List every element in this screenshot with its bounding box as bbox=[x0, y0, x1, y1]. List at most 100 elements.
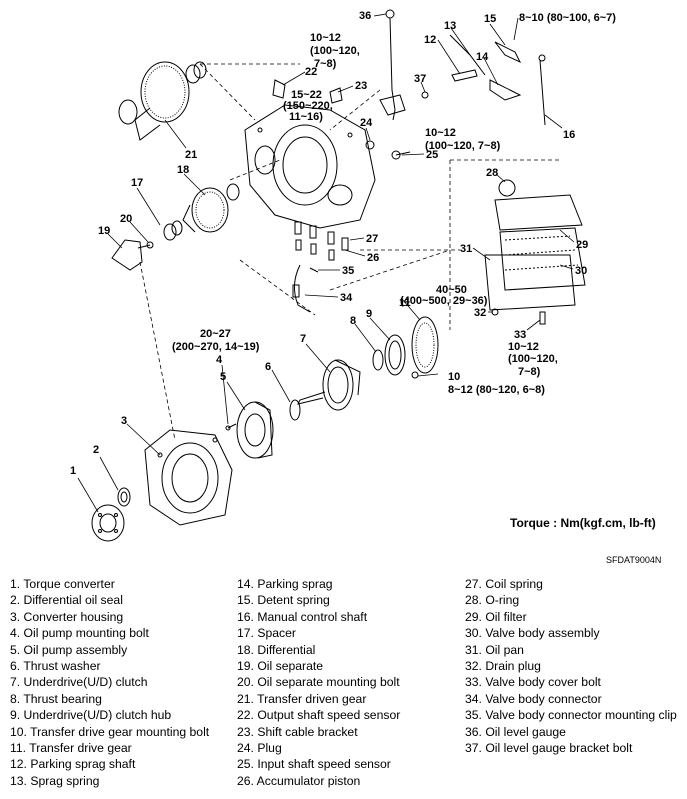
callout-20: 20 bbox=[120, 213, 132, 225]
callout-29: 29 bbox=[576, 239, 588, 251]
legend-item: 20. Oil separate mounting bolt bbox=[237, 675, 400, 690]
callout-1: 1 bbox=[70, 465, 76, 477]
callout-10: 10 bbox=[448, 371, 460, 383]
callout-3: 3 bbox=[121, 415, 127, 427]
callout-27: 27 bbox=[366, 233, 378, 245]
torque-spec-20-27: 20~27 (200~270, 14~19) bbox=[172, 328, 260, 353]
callout-34: 34 bbox=[340, 292, 353, 304]
oil-level-gauge bbox=[379, 9, 429, 121]
sensors-and-brackets bbox=[272, 79, 411, 160]
torque-converter bbox=[91, 504, 125, 542]
parts-legend-column-2: 14. Parking sprag 15. Detent spring 16. … bbox=[237, 576, 400, 789]
legend-item: 19. Oil separate bbox=[237, 659, 324, 674]
callout-35: 35 bbox=[342, 265, 354, 277]
exploded-transaxle-diagram: 1 2 3 4 5 6 7 8 9 10 11 12 13 14 15 16 1… bbox=[70, 9, 616, 542]
torque-spec-bot-10-12: 10~12 (100~120, 7~8) bbox=[508, 341, 561, 378]
figure-code: SFDAT9004N bbox=[606, 555, 662, 565]
torque-spec-15-22: 15~22 (150~220, 11~16) bbox=[283, 89, 336, 123]
torque-units-note: Torque : Nm(kgf.cm, lb-ft) bbox=[510, 516, 656, 530]
torque-spec-40-50: 40~50 (400~500, 29~36) bbox=[400, 284, 488, 307]
legend-item: 37. Oil level gauge bracket bolt bbox=[465, 741, 633, 756]
legend-item: 29. Oil filter bbox=[465, 609, 527, 624]
legend-item: 12. Parking sprag shaft bbox=[10, 757, 136, 772]
legend-item: 9. Underdrive(U/D) clutch hub bbox=[10, 708, 172, 723]
callout-labels: 1 2 3 4 5 6 7 8 9 10 11 12 13 14 15 16 1… bbox=[70, 10, 588, 477]
legend-item: 2. Differential oil seal bbox=[10, 593, 123, 608]
thrust-washer bbox=[289, 399, 301, 421]
legend-item: 36. Oil level gauge bbox=[465, 724, 566, 739]
torque-spec-mid-10-12: 10~12 (100~120, 7~8) bbox=[425, 127, 501, 152]
legend-item: 27. Coil spring bbox=[465, 577, 543, 591]
callout-18: 18 bbox=[177, 164, 189, 176]
callout-36: 36 bbox=[359, 10, 371, 22]
legend-item: 8. Thrust bearing bbox=[10, 691, 102, 706]
callout-7: 7 bbox=[300, 333, 306, 345]
legend-item: 1. Torque converter bbox=[10, 577, 115, 591]
differential bbox=[163, 183, 240, 241]
callout-32: 32 bbox=[474, 307, 486, 319]
legend-item: 7. Underdrive(U/D) clutch bbox=[10, 675, 148, 690]
callout-17: 17 bbox=[131, 177, 143, 189]
legend-item: 5. Oil pump assembly bbox=[10, 642, 128, 657]
callout-12: 12 bbox=[424, 34, 436, 46]
callout-8: 8 bbox=[350, 315, 356, 327]
transfer-drive-gear bbox=[372, 316, 439, 379]
torque-spec-top-10-12: 10~12 (100~120, 7~8) bbox=[310, 32, 363, 70]
legend-item: 18. Differential bbox=[237, 642, 316, 657]
underdrive-clutch bbox=[297, 359, 361, 411]
legend-item: 35. Valve body connector mounting clip bbox=[465, 708, 677, 723]
legend-item: 32. Drain plug bbox=[465, 659, 541, 674]
differential-oil-seal bbox=[117, 487, 131, 507]
callout-5: 5 bbox=[220, 371, 226, 383]
callout-22: 22 bbox=[305, 66, 317, 78]
callout-37: 37 bbox=[414, 73, 426, 85]
legend-item: 6. Thrust washer bbox=[10, 659, 101, 674]
legend-item: 13. Sprag spring bbox=[10, 773, 100, 788]
callout-21: 21 bbox=[185, 149, 197, 161]
callout-23: 23 bbox=[355, 80, 367, 92]
legend-item: 15. Detent spring bbox=[237, 593, 330, 608]
legend-item: 26. Accumulator piston bbox=[237, 773, 361, 788]
legend-item: 21. Transfer driven gear bbox=[237, 691, 367, 706]
legend-item: 31. Oil pan bbox=[465, 642, 524, 657]
callout-4: 4 bbox=[216, 354, 223, 366]
callout-15: 15 bbox=[484, 13, 496, 25]
parking-sprag-parts bbox=[449, 34, 546, 126]
callout-26: 26 bbox=[367, 252, 379, 264]
legend-item: 24. Plug bbox=[237, 741, 282, 756]
transfer-driven-gear bbox=[118, 61, 207, 141]
legend-item: 16. Manual control shaft bbox=[237, 609, 368, 624]
callout-14: 14 bbox=[476, 51, 489, 63]
assembly-guide-lines bbox=[139, 63, 560, 441]
torque-spec-8-10: 8~10 (80~100, 6~7) bbox=[519, 12, 616, 24]
oil-separate bbox=[111, 239, 154, 271]
legend-item: 14. Parking sprag bbox=[237, 577, 333, 591]
callout-30: 30 bbox=[575, 265, 587, 277]
legend-item: 22. Output shaft speed sensor bbox=[237, 708, 401, 723]
legend-item: 25. Input shaft speed sensor bbox=[237, 757, 391, 772]
legend-item: 23. Shift cable bracket bbox=[237, 724, 358, 739]
callout-28: 28 bbox=[486, 167, 498, 179]
legend-item: 33. Valve body cover bolt bbox=[465, 675, 601, 690]
legend-item: 4. Oil pump mounting bolt bbox=[10, 626, 149, 641]
callout-24: 24 bbox=[360, 117, 373, 129]
valve-body-assembly bbox=[484, 179, 586, 325]
parts-legend-column-3: 27. Coil spring 28. O-ring 29. Oil filte… bbox=[465, 576, 677, 756]
legend-item: 30. Valve body assembly bbox=[465, 626, 600, 641]
valve-body-connector bbox=[292, 264, 319, 313]
callout-11: 11 bbox=[399, 297, 411, 309]
leader-lines bbox=[77, 13, 575, 513]
legend-item: 3. Converter housing bbox=[10, 609, 124, 624]
callout-13: 13 bbox=[444, 20, 456, 32]
torque-specs: 8~10 (80~100, 6~7) 10~12 (100~120, 7~8) … bbox=[172, 12, 616, 396]
callout-16: 16 bbox=[563, 129, 575, 141]
callout-9: 9 bbox=[366, 308, 372, 320]
legend-item: 17. Spacer bbox=[237, 626, 296, 641]
legend-item: 10. Transfer drive gear mounting bolt bbox=[10, 724, 210, 739]
callout-33: 33 bbox=[514, 329, 526, 341]
legend-item: 34. Valve body connector bbox=[465, 691, 602, 706]
callout-6: 6 bbox=[265, 361, 271, 373]
oil-pump-assembly bbox=[225, 401, 274, 459]
callout-25: 25 bbox=[426, 149, 438, 161]
transaxle-case bbox=[244, 104, 376, 229]
